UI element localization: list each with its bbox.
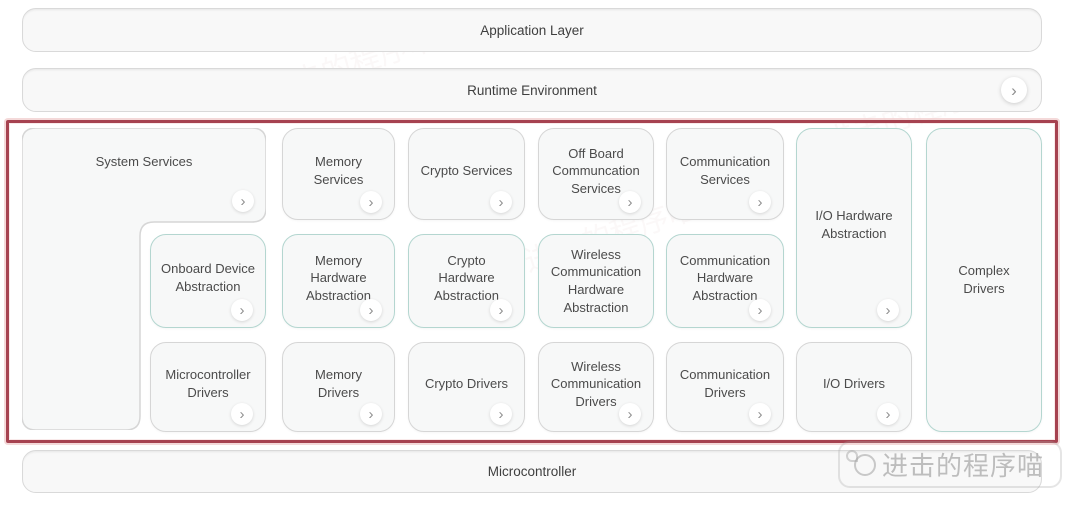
block-wireless-communication-hardware-abstraction[interactable]: Wireless Communication Hardware Abstract… [538, 234, 654, 328]
chevron-right-icon[interactable]: › [360, 191, 382, 213]
microcontroller-drivers-label: Microcontroller Drivers [165, 367, 251, 400]
runtime-environment-label: Runtime Environment [467, 82, 597, 98]
basic-software-frame [6, 120, 1058, 443]
microcontroller-bar: Microcontroller [22, 450, 1042, 493]
chevron-right-icon[interactable]: › [749, 403, 771, 425]
block-onboard-device-abstraction[interactable]: Onboard Device Abstraction › [150, 234, 266, 328]
wireless-communication-hardware-abstraction-label: Wireless Communication Hardware Abstract… [550, 246, 642, 315]
chevron-right-icon[interactable]: › [490, 191, 512, 213]
io-drivers-label: I/O Drivers [822, 376, 886, 392]
chevron-right-icon[interactable]: › [232, 190, 254, 212]
system-services-label: System Services [95, 154, 193, 169]
microcontroller-label: Microcontroller [487, 464, 577, 479]
chevron-right-icon[interactable]: › [231, 403, 253, 425]
block-communication-drivers[interactable]: Communication Drivers › [666, 342, 784, 432]
chevron-right-icon[interactable]: › [360, 403, 382, 425]
onboard-device-abstraction-label: Onboard Device Abstraction [161, 261, 255, 294]
chevron-right-icon[interactable]: › [619, 191, 641, 213]
chevron-right-icon[interactable]: › [490, 403, 512, 425]
block-wireless-communication-drivers[interactable]: Wireless Communication Drivers › [538, 342, 654, 432]
memory-services-label: Memory Services [313, 154, 364, 187]
chevron-right-icon[interactable]: › [619, 403, 641, 425]
block-offboard-communcation-services[interactable]: Off Board Communcation Services › [538, 128, 654, 220]
chevron-right-icon[interactable]: › [490, 299, 512, 321]
communication-drivers-label: Communication Drivers [679, 367, 771, 400]
block-communication-hardware-abstraction[interactable]: Communication Hardware Abstraction › [666, 234, 784, 328]
crypto-drivers-label: Crypto Drivers [424, 376, 509, 392]
block-crypto-services[interactable]: Crypto Services › [408, 128, 525, 220]
chevron-right-icon[interactable]: › [877, 403, 899, 425]
block-complex-drivers[interactable]: Complex Drivers [926, 128, 1042, 432]
communication-services-label: Communication Services [679, 154, 771, 187]
crypto-hardware-abstraction-label: Crypto Hardware Abstraction [433, 252, 500, 303]
block-system-services[interactable]: System Services › [22, 128, 266, 430]
io-hardware-abstraction-label: I/O Hardware Abstraction [815, 208, 893, 241]
application-layer-bar: Application Layer [22, 8, 1042, 52]
block-microcontroller-drivers[interactable]: Microcontroller Drivers › [150, 342, 266, 432]
block-crypto-drivers[interactable]: Crypto Drivers › [408, 342, 525, 432]
application-layer-label: Application Layer [480, 22, 584, 38]
chevron-right-icon[interactable]: › [231, 299, 253, 321]
block-io-hardware-abstraction[interactable]: I/O Hardware Abstraction › [796, 128, 912, 328]
block-memory-hardware-abstraction[interactable]: Memory Hardware Abstraction › [282, 234, 395, 328]
memory-hardware-abstraction-label: Memory Hardware Abstraction [305, 252, 372, 303]
crypto-services-label: Crypto Services [420, 163, 513, 179]
wireless-communication-drivers-label: Wireless Communication Drivers [550, 358, 642, 409]
block-communication-services[interactable]: Communication Services › [666, 128, 784, 220]
chevron-right-icon[interactable]: › [877, 299, 899, 321]
offboard-communcation-services-label: Off Board Communcation Services [552, 145, 640, 196]
chevron-right-icon[interactable]: › [360, 299, 382, 321]
communication-hardware-abstraction-label: Communication Hardware Abstraction [679, 252, 771, 303]
block-memory-drivers[interactable]: Memory Drivers › [282, 342, 395, 432]
memory-drivers-label: Memory Drivers [315, 367, 362, 400]
chevron-right-icon[interactable]: › [749, 299, 771, 321]
runtime-environment-bar[interactable]: Runtime Environment › [22, 68, 1042, 112]
block-io-drivers[interactable]: I/O Drivers › [796, 342, 912, 432]
chevron-right-icon[interactable]: › [749, 191, 771, 213]
block-memory-services[interactable]: Memory Services › [282, 128, 395, 220]
complex-drivers-label: Complex Drivers [958, 263, 1010, 296]
chevron-right-icon[interactable]: › [1001, 77, 1027, 103]
block-crypto-hardware-abstraction[interactable]: Crypto Hardware Abstraction › [408, 234, 525, 328]
system-services-shape [22, 128, 266, 430]
